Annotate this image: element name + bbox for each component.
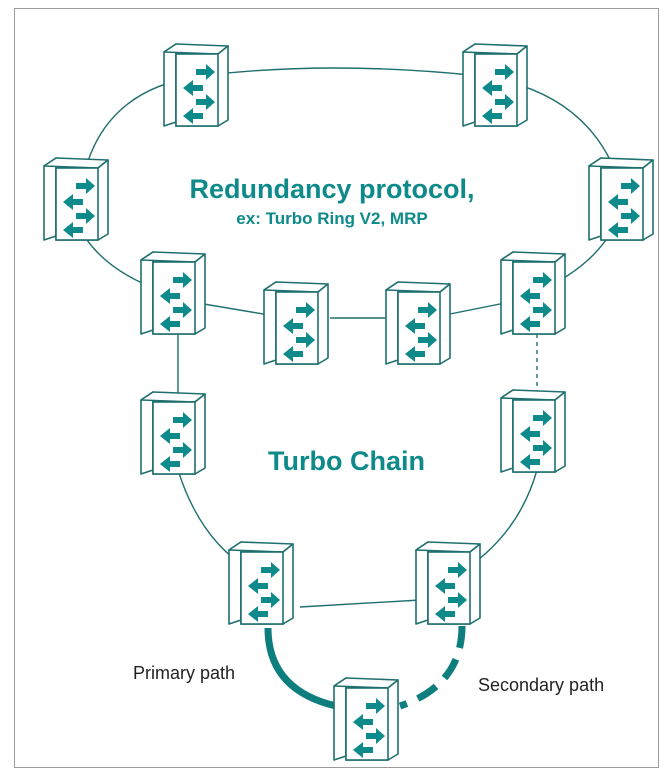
switch-icon (415, 541, 481, 625)
diagram-frame (14, 8, 659, 768)
switch-icon (462, 43, 528, 127)
chain-link-bottom (299, 599, 421, 608)
primary-path-line (264, 627, 337, 710)
redundancy-example: ex: Turbo Ring V2, MRP (236, 209, 428, 228)
switch-icon (385, 281, 451, 365)
ring-link-top (81, 67, 621, 185)
switch-icon (163, 43, 229, 127)
redundancy-title: Redundancy protocol, (189, 174, 475, 204)
switch-icon (263, 281, 329, 365)
secondary-path-line (398, 625, 466, 710)
switch-icon (500, 389, 566, 473)
switch-icon (333, 677, 399, 761)
switch-icon (140, 251, 206, 335)
switch-icon (228, 541, 294, 625)
switch-icon (140, 391, 206, 475)
secondary-path-label: Secondary path (478, 675, 605, 695)
chain-title: Turbo Chain (268, 446, 425, 476)
switch-icon (500, 251, 566, 335)
primary-path-label: Primary path (133, 663, 236, 683)
